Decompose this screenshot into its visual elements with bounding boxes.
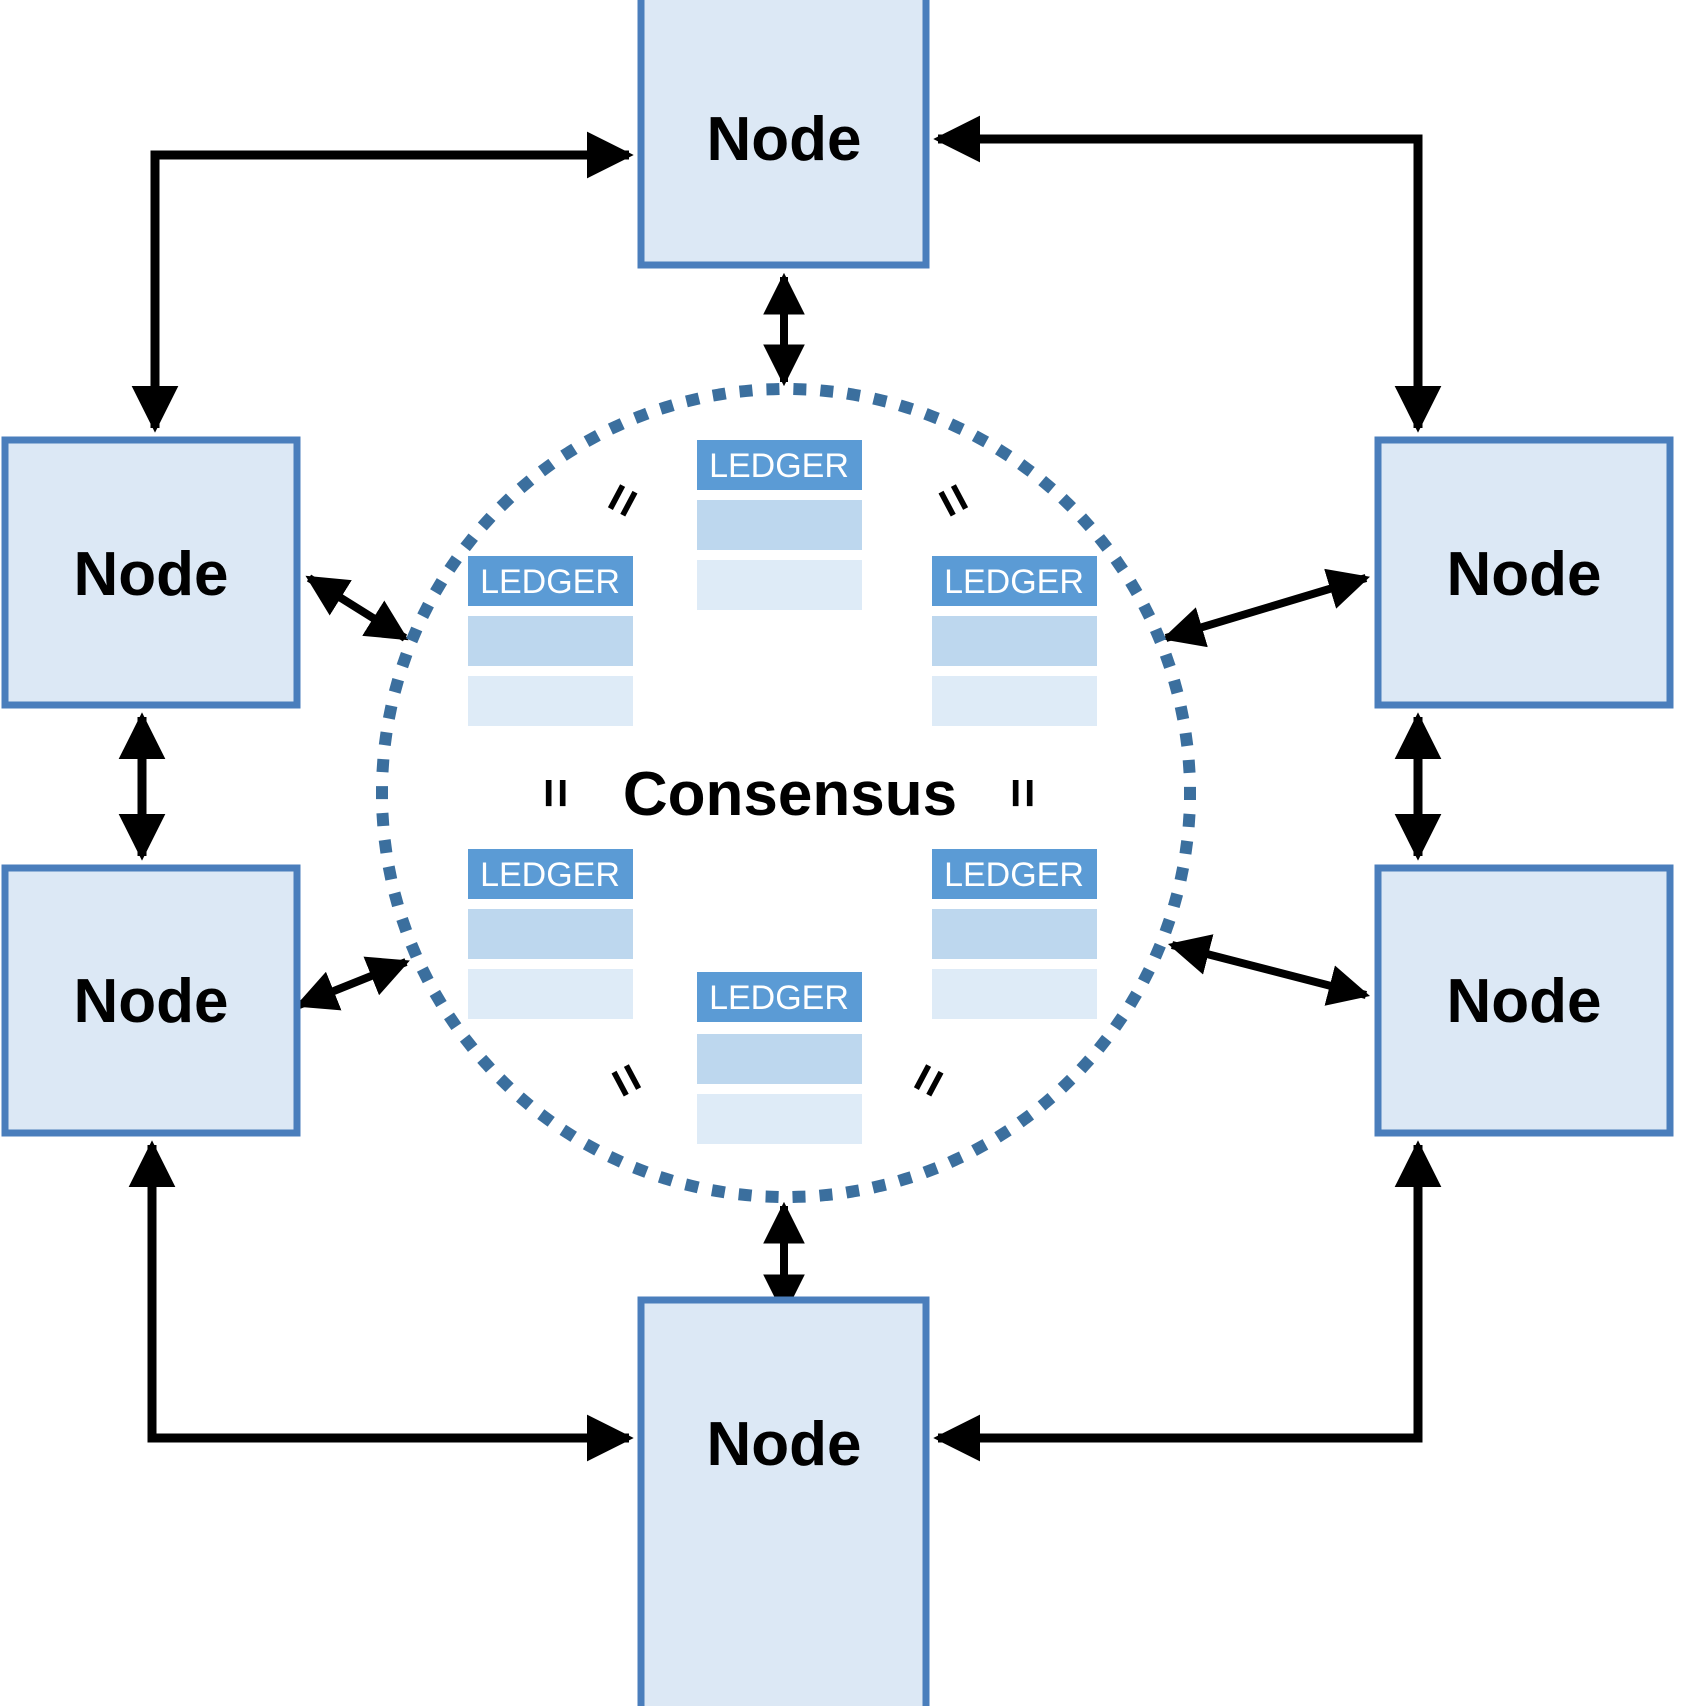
equals-icon-bottom-right: = <box>896 1053 961 1107</box>
node-left-lower-label: Node <box>74 967 229 1036</box>
node-right-lower-label: Node <box>1447 967 1602 1036</box>
node-top-label: Node <box>707 105 862 174</box>
equals-icon-top-right: = <box>920 473 985 527</box>
ledger-lower-left-row-2 <box>468 969 633 1019</box>
node-top-box[interactable] <box>637 0 930 269</box>
ledger-upper-right-row-2 <box>932 676 1097 726</box>
ledger-upper-left[interactable]: LEDGER <box>468 556 633 726</box>
conn-rightupper-to-consensus <box>1162 568 1370 648</box>
node-left-lower-box[interactable] <box>1 864 301 1137</box>
equals-icon-bottom-left: = <box>593 1053 658 1107</box>
ledger-upper-left-row-1 <box>468 616 633 666</box>
ledger-upper-left-header <box>468 556 633 606</box>
node-bottom-label: Node <box>707 1410 862 1479</box>
consensus-label: Consensus <box>623 760 957 829</box>
ledger-bottom-label: LEDGER <box>709 979 849 1017</box>
conn-bottom-to-rightlower <box>933 1140 1442 1462</box>
ledger-lower-right-row-2 <box>932 969 1097 1019</box>
ledger-top[interactable]: LEDGER <box>697 440 862 610</box>
conn-bottom-to-leftlower <box>128 1140 634 1462</box>
ledger-top-row-2 <box>697 560 862 610</box>
node-left-lower[interactable]: Node <box>1 864 301 1137</box>
node-top[interactable]: Node <box>637 0 930 269</box>
equals-icon-mid-right: = <box>994 778 1052 808</box>
ledger-top-header <box>697 440 862 490</box>
consensus-circle <box>376 383 1196 1203</box>
ledger-upper-left-row-2 <box>468 676 633 726</box>
ledger-lower-right-header <box>932 849 1097 899</box>
ledger-lower-right[interactable]: LEDGER <box>932 849 1097 1019</box>
ledger-upper-right-header <box>932 556 1097 606</box>
ledger-lower-right-row-1 <box>932 909 1097 959</box>
conn-leftlower-to-consensus <box>295 956 410 1011</box>
node-right-upper-label: Node <box>1447 540 1602 609</box>
consensus-spoke-connectors <box>295 272 1371 1317</box>
ledger-stacks: LEDGER LEDGER LEDGER LEDGER <box>468 440 1097 1144</box>
ledger-lower-left-row-1 <box>468 909 633 959</box>
ledger-upper-right-row-1 <box>932 616 1097 666</box>
ledger-bottom-row-1 <box>697 1034 862 1084</box>
conn-top-to-leftupper <box>131 131 634 433</box>
node-right-lower-box[interactable] <box>1374 864 1674 1137</box>
node-right-upper-box[interactable] <box>1374 436 1674 709</box>
equals-icon-top-left: = <box>590 473 655 527</box>
node-left-upper-label: Node <box>74 540 229 609</box>
node-left-upper[interactable]: Node <box>1 436 301 709</box>
conn-leftupper-to-consensus <box>305 574 409 642</box>
ledger-upper-left-label: LEDGER <box>480 563 620 601</box>
ledger-bottom-header <box>697 972 862 1022</box>
ledger-lower-left-header <box>468 849 633 899</box>
ledger-top-label: LEDGER <box>709 447 849 485</box>
node-left-upper-box[interactable] <box>1 436 301 709</box>
node-bottom[interactable]: Node <box>637 1296 930 1706</box>
ledger-upper-right-label: LEDGER <box>944 563 1084 601</box>
node-bottom-box[interactable] <box>637 1296 930 1706</box>
ledger-lower-left-label: LEDGER <box>480 856 620 894</box>
ledger-upper-right[interactable]: LEDGER <box>932 556 1097 726</box>
ledger-lower-right-label: LEDGER <box>944 856 1084 894</box>
node-right-upper[interactable]: Node <box>1374 436 1674 709</box>
ledger-lower-left[interactable]: LEDGER <box>468 849 633 1019</box>
ledger-bottom-row-2 <box>697 1094 862 1144</box>
ledger-top-row-1 <box>697 500 862 550</box>
outer-ring-connectors <box>118 115 1442 1462</box>
equals-icon-mid-left: = <box>527 778 585 808</box>
node-right-lower[interactable]: Node <box>1374 864 1674 1137</box>
conn-top-to-rightupper <box>933 115 1442 433</box>
conn-rightlower-to-consensus <box>1167 934 1371 1006</box>
ledger-bottom[interactable]: LEDGER <box>697 972 862 1144</box>
